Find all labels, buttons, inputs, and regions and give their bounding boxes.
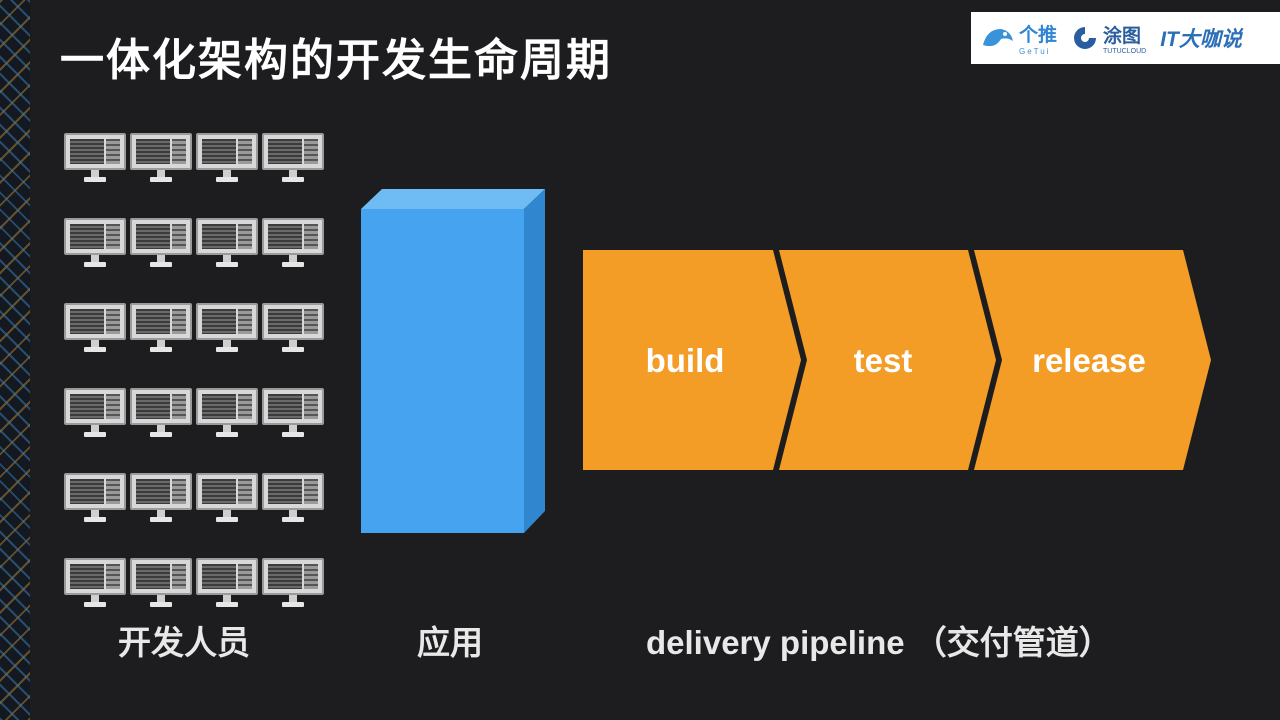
tutu-swirl-icon xyxy=(1074,27,1097,49)
application-block xyxy=(361,189,545,533)
page-title: 一体化架构的开发生命周期 xyxy=(60,36,612,85)
left-decoration xyxy=(0,0,30,720)
tutu-logo-sub: TUTUCLOUD xyxy=(1103,48,1147,55)
developer-monitor-icon xyxy=(196,473,258,523)
developer-monitor-icon xyxy=(130,473,192,523)
application-block-top xyxy=(361,189,545,209)
developer-monitor-icon xyxy=(262,473,324,523)
itdakashuo-logo-text: IT大咖说 xyxy=(1160,28,1242,51)
developer-monitor-icon xyxy=(130,558,192,608)
getui-logo-sub: GeTui xyxy=(1019,47,1051,56)
pipeline-step-build-label: build xyxy=(646,342,725,379)
getui-logo: 个推 GeTui xyxy=(981,20,1057,56)
pipeline-step-build-arrow xyxy=(583,250,801,470)
developer-monitor-icon xyxy=(64,218,126,268)
itdakashuo-logo: IT大咖说 xyxy=(1160,23,1242,53)
developer-monitor-icon xyxy=(64,473,126,523)
logo-bar: 个推 GeTui 涂图 TUTUCLOUD IT大咖说 xyxy=(971,12,1280,64)
developer-monitor-icon xyxy=(262,303,324,353)
developer-monitor-icon xyxy=(262,133,324,183)
getui-logo-text: 个推 xyxy=(1019,25,1058,46)
developers-label: 开发人员 xyxy=(118,624,250,661)
developer-monitor-icon xyxy=(196,218,258,268)
tutu-logo: 涂图 TUTUCLOUD xyxy=(1071,21,1146,55)
developer-monitor-icon xyxy=(130,218,192,268)
developer-monitor-icon xyxy=(196,133,258,183)
developer-monitor-icon xyxy=(262,558,324,608)
developer-monitor-icon xyxy=(196,558,258,608)
pipeline-step-test-label: test xyxy=(854,342,913,379)
application-block-side xyxy=(524,189,545,533)
developer-monitor-icon xyxy=(130,133,192,183)
developer-monitor-icon xyxy=(64,303,126,353)
developer-monitor-icon xyxy=(64,133,126,183)
delivery-pipeline: build test release xyxy=(583,250,1211,470)
developer-monitors-grid xyxy=(64,133,324,608)
developer-monitor-icon xyxy=(64,558,126,608)
developer-monitor-icon xyxy=(262,218,324,268)
tutu-logo-text: 涂图 xyxy=(1103,26,1142,47)
pipeline-step-release-arrow xyxy=(974,250,1211,470)
pipeline-step-test-arrow xyxy=(779,250,996,470)
developer-monitor-icon xyxy=(196,388,258,438)
developer-monitor-icon xyxy=(196,303,258,353)
getui-bird-icon xyxy=(983,29,1013,47)
developer-monitor-icon xyxy=(130,303,192,353)
application-label: 应用 xyxy=(417,624,483,661)
developer-monitor-icon xyxy=(64,388,126,438)
developer-monitor-icon xyxy=(130,388,192,438)
pipeline-step-release-label: release xyxy=(1032,342,1146,379)
application-block-front xyxy=(361,209,524,533)
pipeline-label: delivery pipeline （交付管道） xyxy=(646,624,1112,661)
developer-monitor-icon xyxy=(262,388,324,438)
